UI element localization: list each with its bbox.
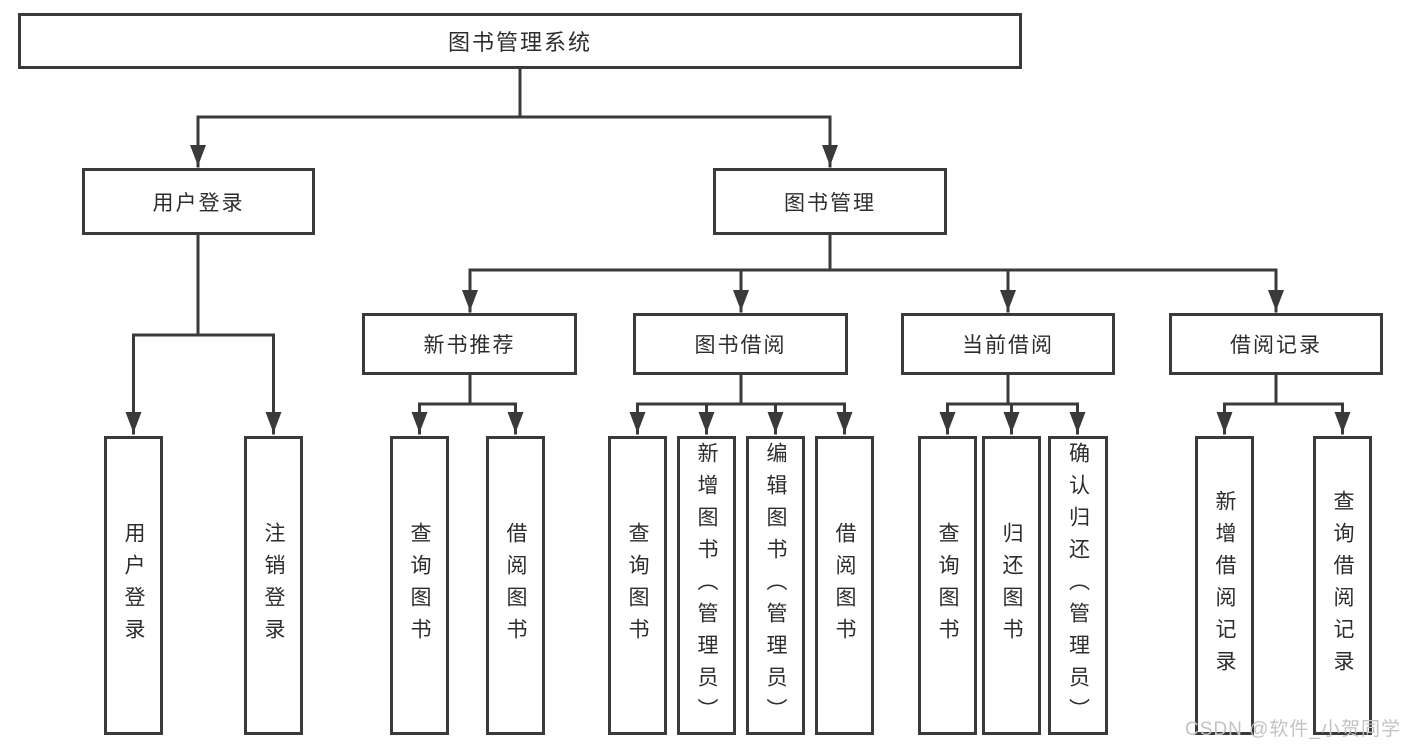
- leaf-logout: 注销登录: [244, 436, 303, 735]
- node-book-borrowing: 图书借阅: [633, 313, 848, 375]
- node-new-book-recommendation: 新书推荐: [362, 313, 577, 375]
- leaf-borrow-books: 借阅图书: [815, 436, 874, 735]
- node-label: 新增借阅记录: [1213, 489, 1236, 682]
- node-label: 借阅图书: [833, 521, 856, 650]
- leaf-query-books-recommend: 查询图书: [390, 436, 449, 735]
- node-user-login: 用户登录: [82, 168, 315, 235]
- node-label: 用户登录: [122, 521, 145, 650]
- leaf-add-borrow-record: 新增借阅记录: [1195, 436, 1254, 735]
- node-label: 确认归还（管理员）: [1066, 441, 1090, 730]
- node-label: 用户登录: [152, 191, 245, 215]
- node-label: 新书推荐: [423, 334, 516, 357]
- node-label: 注销登录: [262, 521, 285, 650]
- leaf-user-login: 用户登录: [104, 436, 163, 735]
- leaf-confirm-return-admin: 确认归还（管理员）: [1048, 436, 1108, 735]
- node-label: 查询图书: [936, 521, 959, 650]
- node-label: 图书管理: [784, 191, 876, 215]
- node-label: 归还图书: [1000, 521, 1023, 650]
- leaf-borrow-books-recommend: 借阅图书: [486, 436, 545, 735]
- leaf-return-books: 归还图书: [982, 436, 1041, 735]
- node-label: 借阅记录: [1230, 334, 1322, 357]
- csdn-watermark: CSDN @软件_小贺同学: [1185, 719, 1401, 740]
- leaf-add-books-admin: 新增图书（管理员）: [677, 436, 736, 735]
- node-book-management: 图书管理: [713, 168, 947, 235]
- node-label: 编辑图书（管理员）: [764, 441, 787, 730]
- node-label: 查询图书: [626, 521, 649, 650]
- node-current-borrowing: 当前借阅: [901, 313, 1115, 375]
- node-label: 查询图书: [408, 521, 431, 650]
- node-borrowing-records: 借阅记录: [1169, 313, 1383, 375]
- leaf-query-books-borrow: 查询图书: [608, 436, 667, 735]
- leaf-edit-books-admin: 编辑图书（管理员）: [746, 436, 805, 735]
- node-library-management-system: 图书管理系统: [18, 13, 1022, 69]
- node-label: 查询借阅记录: [1331, 489, 1354, 682]
- node-label: 借阅图书: [504, 521, 527, 650]
- node-label: 当前借阅: [962, 334, 1054, 357]
- node-label: 图书借阅: [694, 334, 787, 357]
- leaf-query-books-current: 查询图书: [918, 436, 977, 735]
- node-label: 图书管理系统: [447, 30, 592, 55]
- leaf-query-borrow-record: 查询借阅记录: [1313, 436, 1372, 735]
- node-label: 新增图书（管理员）: [695, 441, 718, 730]
